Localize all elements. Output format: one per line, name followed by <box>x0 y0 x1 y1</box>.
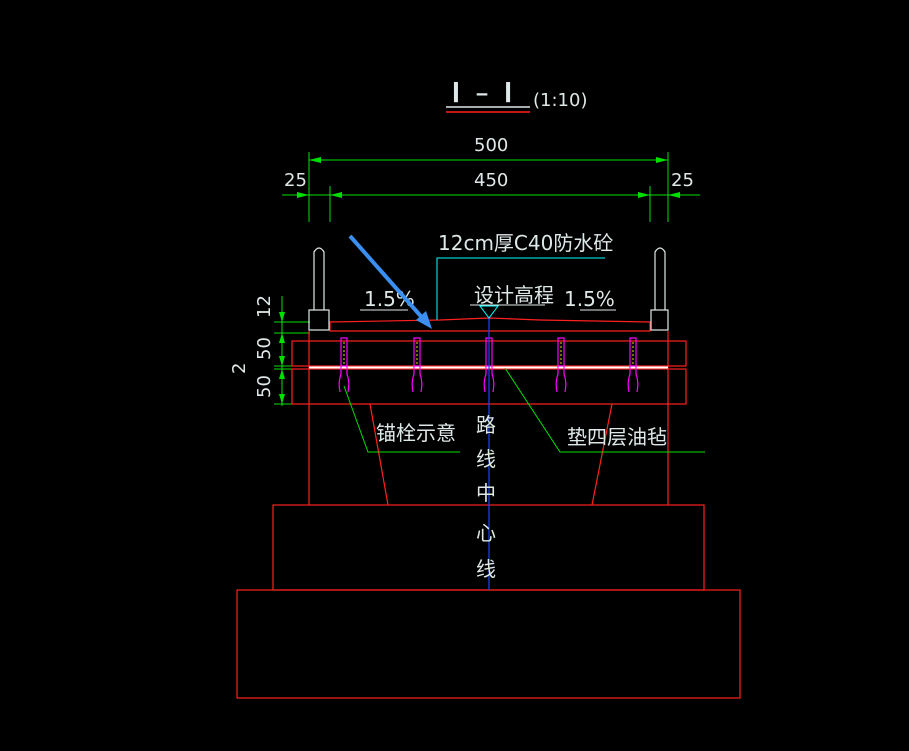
anchor-label-group: 锚栓示意 <box>343 385 460 453</box>
dimension-arrows <box>297 157 680 198</box>
section-title: I - I (1:10) <box>446 76 587 113</box>
felt-label: 垫四层油毡 <box>567 425 667 449</box>
dim-label-450: 450 <box>474 170 508 191</box>
varrow-1 <box>279 312 285 322</box>
railing-base-left <box>308 309 330 331</box>
deck-concrete-layer <box>329 317 651 332</box>
arrow-25-right-a <box>668 192 680 198</box>
vdim-label-50-top: 50 <box>254 337 275 360</box>
centerline-char-2: 线 <box>476 447 496 471</box>
centerline-char-3: 中 <box>476 481 496 505</box>
concrete-note-label: 12cm厚C40防水砼 <box>438 231 613 255</box>
arrow-500-left <box>309 157 321 163</box>
centerline-char-1: 路 <box>476 413 496 437</box>
anchor-bolt-1 <box>338 337 350 393</box>
vdim-label-50-bottom: 50 <box>254 375 275 398</box>
title-main: I - I <box>450 76 514 109</box>
anchor-label: 锚栓示意 <box>376 421 456 445</box>
anchor-bolt-2 <box>411 337 423 393</box>
railing-post-left <box>313 247 325 310</box>
vertical-arrows <box>279 312 285 404</box>
design-elevation-mark: 设计高程 <box>470 283 554 319</box>
centerline-char-5: 线 <box>476 557 496 581</box>
arrow-500-right <box>656 157 668 163</box>
varrow-3 <box>279 356 285 366</box>
taper-right <box>591 403 613 506</box>
anchor-bolt-5 <box>627 337 639 393</box>
horizontal-dimensions <box>282 152 700 222</box>
anchor-bolt-4 <box>555 337 567 393</box>
centerline-text: 路 线 中 心 线 <box>476 413 496 581</box>
centerline-char-4: 心 <box>476 521 496 545</box>
dim-label-25-left: 25 <box>284 170 307 191</box>
slope-right: 1.5% <box>564 287 616 311</box>
vdim-label-2: 2 <box>229 363 250 374</box>
railing-post-right <box>654 247 666 310</box>
slope-right-label: 1.5% <box>564 287 615 311</box>
arrow-25-left-a <box>297 192 309 198</box>
dim-label-25-right: 25 <box>671 170 694 191</box>
varrow-5 <box>279 394 285 404</box>
concrete-note: 12cm厚C40防水砼 <box>436 231 613 320</box>
title-scale: (1:10) <box>533 90 587 111</box>
railing-base-right <box>650 309 669 331</box>
pointer-arrow-icon <box>348 234 432 329</box>
foundation <box>236 589 741 699</box>
varrow-2 <box>279 333 285 343</box>
varrow-4 <box>279 369 285 379</box>
arrow-450-left <box>330 192 342 198</box>
design-elevation-label: 设计高程 <box>474 283 554 307</box>
elevation-triangle <box>479 305 499 319</box>
railings <box>308 247 669 331</box>
taper-left <box>369 403 389 506</box>
felt-label-group: 垫四层油毡 <box>504 367 705 453</box>
arrow-450-right <box>638 192 650 198</box>
dim-label-500: 500 <box>474 135 508 156</box>
vdim-label-12: 12 <box>254 295 275 318</box>
